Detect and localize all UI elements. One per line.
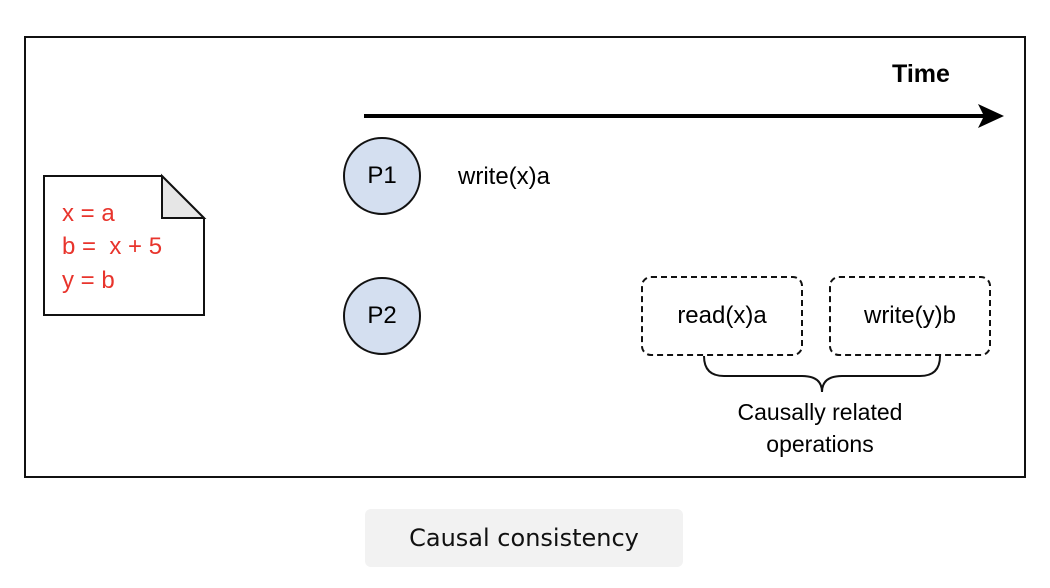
causal-caption-line-1: Causally related: [737, 399, 903, 425]
causal-brace: [703, 355, 941, 393]
write-y-operation-label: write(y)b: [863, 302, 956, 329]
figure-caption: Causal consistency: [409, 524, 639, 552]
write-y-operation-box: [829, 276, 991, 356]
time-arrow: [364, 104, 1004, 128]
diagram-frame: [24, 36, 1026, 478]
p1-write-operation: write(x)a: [458, 163, 551, 190]
causal-caption-line-2: operations: [766, 431, 874, 457]
process-p1-label: P1: [367, 162, 397, 189]
figure-caption-box: Causal consistency: [365, 509, 683, 567]
time-axis-label: Time: [892, 60, 950, 88]
note-line: x = a: [62, 200, 115, 227]
time-arrow-head: [978, 104, 1004, 128]
code-note: [43, 173, 207, 316]
process-p1-circle: [343, 137, 421, 215]
causal-operations-caption: Causally related operations: [680, 396, 960, 460]
process-p2-label: P2: [367, 302, 397, 329]
process-p2-circle: [343, 277, 421, 355]
note-line: b = x + 5: [62, 233, 163, 260]
read-x-operation-label: read(x)a: [677, 302, 767, 329]
note-line: y = b: [62, 267, 115, 294]
note-fold-corner: [161, 173, 207, 219]
read-x-operation-box: [641, 276, 803, 356]
